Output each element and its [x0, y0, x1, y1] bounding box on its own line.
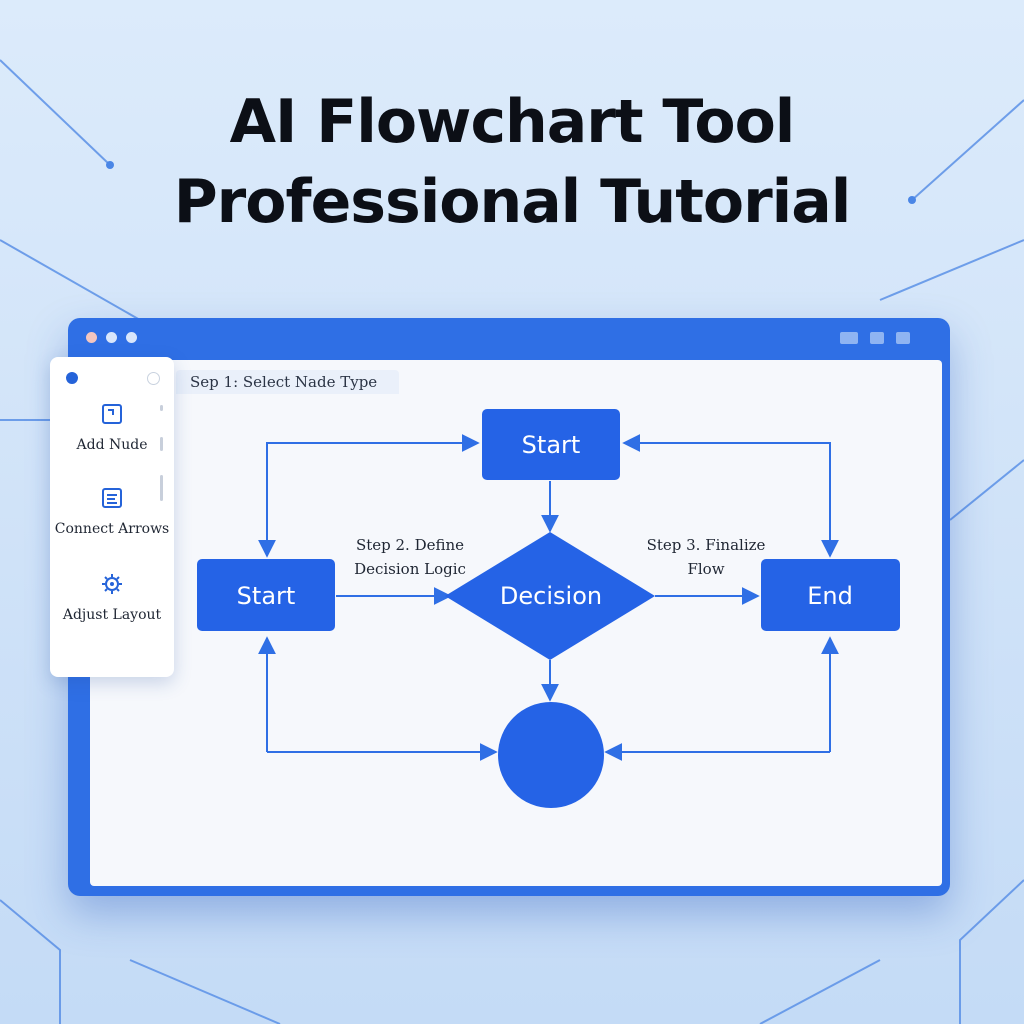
tool-adjust-layout[interactable]: Adjust Layout: [50, 571, 174, 623]
minimize-dot-icon[interactable]: [106, 332, 117, 343]
node-circle[interactable]: [498, 702, 604, 808]
window-control-icon[interactable]: [840, 332, 858, 344]
node-decision-label: Decision: [500, 582, 602, 610]
title-line-2: Professional Tutorial: [173, 167, 852, 237]
page-title: AI Flowchart Tool Professional Tutorial: [0, 82, 1024, 242]
node-start-left[interactable]: Start: [197, 559, 335, 631]
tool-add-node-label: Add Nude: [76, 437, 148, 453]
node-start-top[interactable]: Start: [482, 409, 620, 480]
title-line-1: AI Flowchart Tool: [229, 87, 796, 157]
close-dot-icon[interactable]: [86, 332, 97, 343]
node-start-left-label: Start: [237, 582, 296, 610]
panel-radio-selected-icon[interactable]: [66, 372, 78, 384]
tool-connect-arrows[interactable]: Connect Arrows: [50, 485, 174, 537]
tool-panel: Add Nude Connect Arrows Adjust Layout: [50, 357, 174, 677]
node-end[interactable]: End: [761, 559, 900, 631]
scroll-indicator: [160, 475, 163, 501]
edge-left-loop-top: [258, 434, 480, 558]
scroll-indicator: [160, 405, 163, 411]
node-end-label: End: [807, 582, 853, 610]
scroll-indicator: [160, 437, 163, 451]
adjust-layout-icon: [99, 571, 125, 597]
window-control-icon[interactable]: [870, 332, 884, 344]
edge-label-step2-line2: Decision Logic: [354, 560, 466, 578]
add-node-icon: [99, 401, 125, 427]
window-titlebar: [68, 318, 950, 358]
panel-radio-icon[interactable]: [147, 372, 160, 385]
window-control-icon[interactable]: [896, 332, 910, 344]
edge-label-step3-line2: Flow: [687, 560, 724, 578]
node-start-top-label: Start: [522, 431, 581, 459]
maximize-dot-icon[interactable]: [126, 332, 137, 343]
edge-label-step2-line1: Step 2. Define: [356, 536, 464, 554]
tool-add-node[interactable]: Add Nude: [50, 401, 174, 453]
tool-connect-arrows-label: Connect Arrows: [54, 521, 170, 537]
edge-label-step3-line1: Step 3. Finalize: [647, 536, 766, 554]
step-1-tab[interactable]: Sep 1: Select Nade Type: [176, 370, 400, 394]
tool-adjust-layout-label: Adjust Layout: [62, 607, 162, 623]
node-decision[interactable]: Decision: [445, 532, 655, 660]
edge-right-loop-top: [622, 434, 839, 558]
connect-arrows-icon: [99, 485, 125, 511]
